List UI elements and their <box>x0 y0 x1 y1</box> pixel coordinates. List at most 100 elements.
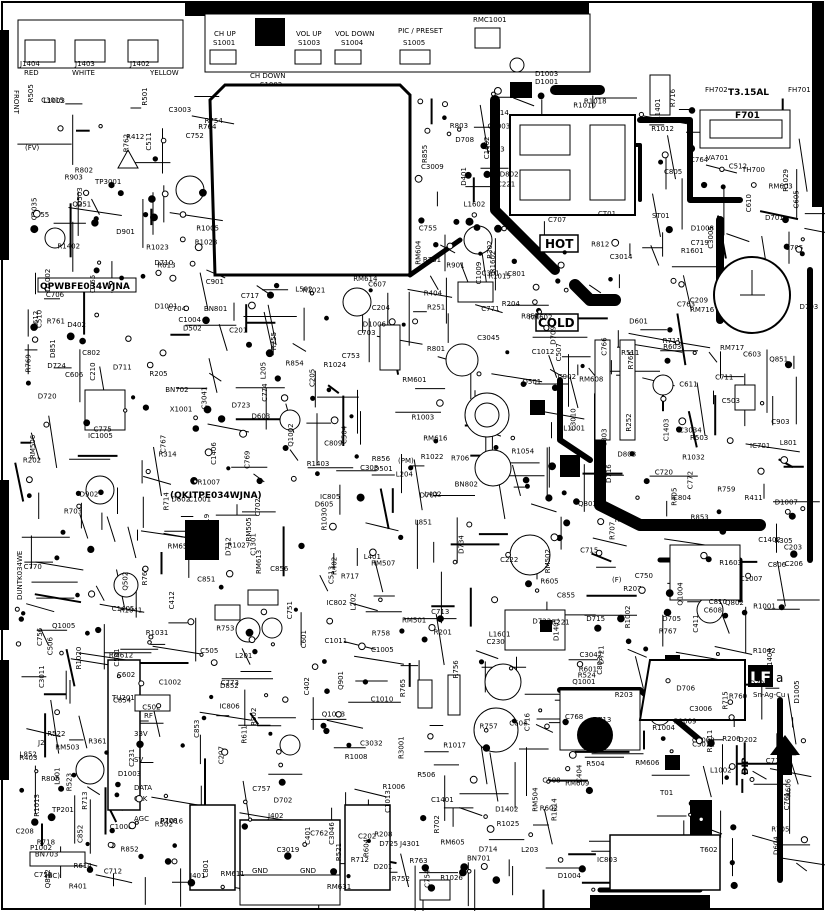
tuner-pin-2: 33V <box>134 730 148 738</box>
solder-pad <box>799 251 805 257</box>
solder-pad <box>532 283 540 291</box>
p1002-label: P1002 <box>30 844 52 852</box>
solder-pad <box>34 769 39 774</box>
solder-pad <box>398 534 404 541</box>
component-ref: C210 <box>89 362 97 380</box>
component-ref: R1008 <box>345 753 368 761</box>
sw4-ref: S1004 <box>341 39 364 47</box>
solder-pad <box>193 479 198 484</box>
component-ref: C205 <box>308 369 316 387</box>
solder-pad <box>780 456 789 464</box>
solder-pad <box>505 551 512 558</box>
solder-pad <box>43 421 50 428</box>
component-ref: C768 <box>565 713 583 721</box>
component-ref: R202 <box>23 456 41 464</box>
component-ref: R1041 <box>120 606 143 614</box>
solder-pad <box>108 182 115 189</box>
trace-segment <box>87 786 101 796</box>
solder-pad <box>597 518 605 526</box>
solder-pad <box>147 640 152 645</box>
solder-pad <box>150 213 158 222</box>
component-ref: R305 <box>774 537 792 545</box>
solder-pad <box>544 723 550 730</box>
component-ref: C772 <box>687 471 695 489</box>
trace-segment <box>752 770 767 780</box>
j1402-color: YELLOW <box>149 69 179 77</box>
d1003-label: D1003 <box>535 70 558 78</box>
solder-pad <box>187 878 196 887</box>
solder-pad <box>284 852 292 860</box>
component-ref: L201 <box>235 652 252 660</box>
component-ref: C3019 <box>277 846 300 854</box>
trace-segment <box>199 272 209 311</box>
solder-pad <box>54 555 60 561</box>
transformer-ct01: CT01 ST01 <box>509 114 670 220</box>
switch-vol-up[interactable] <box>294 49 322 65</box>
component-ref: R505 <box>27 84 35 102</box>
solder-pad <box>94 312 100 318</box>
component-ref: C503 <box>722 397 740 405</box>
component-ref: R604 <box>363 838 371 857</box>
switch-pic-preset[interactable] <box>399 49 431 65</box>
lf-label: LF <box>750 668 771 687</box>
solder-pad <box>239 429 248 438</box>
trace-segment <box>687 410 698 448</box>
component-ref: C602 <box>117 671 135 679</box>
solder-pad <box>140 273 146 279</box>
solder-pad <box>324 688 330 695</box>
component-ref: D722 <box>532 618 551 626</box>
tuner-pin-4: DATA <box>134 784 152 792</box>
component-ref: R713 <box>81 791 89 809</box>
solder-pad <box>473 224 481 231</box>
component-ref: C775 <box>94 426 112 434</box>
solder-pad <box>638 111 645 118</box>
component-ref: D851 <box>49 339 57 358</box>
solder-pad <box>471 212 477 218</box>
trace-segment <box>365 522 399 532</box>
solder-pad <box>93 216 99 222</box>
solder-pad <box>218 584 224 590</box>
solder-pad <box>466 521 473 528</box>
component-ref: D1401 <box>553 618 561 641</box>
solder-pad <box>433 242 439 248</box>
component-ref: R1602 <box>489 251 497 274</box>
solder-pad <box>31 818 39 826</box>
solder-pad <box>97 260 102 265</box>
rmc-module <box>474 27 501 49</box>
component-ref: Q851 <box>769 356 788 364</box>
solder-pad <box>60 529 66 535</box>
solder-pad <box>546 779 551 784</box>
solder-pad <box>757 467 765 475</box>
switch-ch-up[interactable] <box>209 49 237 65</box>
component-ref: D901 <box>116 228 135 236</box>
solder-pad <box>483 728 489 733</box>
component-ref: R902 <box>250 708 258 726</box>
solder-pad <box>478 251 483 256</box>
solder-pad <box>661 151 669 159</box>
trace-segment <box>379 488 390 530</box>
q802-label: Q802 <box>725 599 744 607</box>
solder-pad <box>330 416 339 425</box>
component-ref: RM502 <box>544 549 552 573</box>
switch-ch-down[interactable] <box>255 18 285 46</box>
component-ref: RM602 <box>528 314 552 322</box>
solder-pad <box>524 483 530 489</box>
component-ref: D710 <box>154 259 173 267</box>
switch-vol-down[interactable] <box>334 49 362 65</box>
solder-pad <box>660 395 667 402</box>
trace-segment <box>354 655 404 665</box>
solder-pad <box>71 772 77 778</box>
component-ref: C3034 <box>679 426 702 434</box>
tuner-pin-1: RF <box>144 712 153 720</box>
component-ref: D733 <box>197 543 216 551</box>
solder-pad <box>494 87 502 95</box>
solder-pad <box>128 821 137 830</box>
solder-pad <box>93 267 100 274</box>
solder-pad <box>179 236 186 243</box>
solder-pad <box>421 864 429 872</box>
solder-pad <box>192 425 200 432</box>
component-ref: L502 <box>295 286 312 294</box>
solder-pad <box>210 659 218 666</box>
solder-pad <box>491 596 499 604</box>
component-ref: R1023 <box>146 244 169 252</box>
